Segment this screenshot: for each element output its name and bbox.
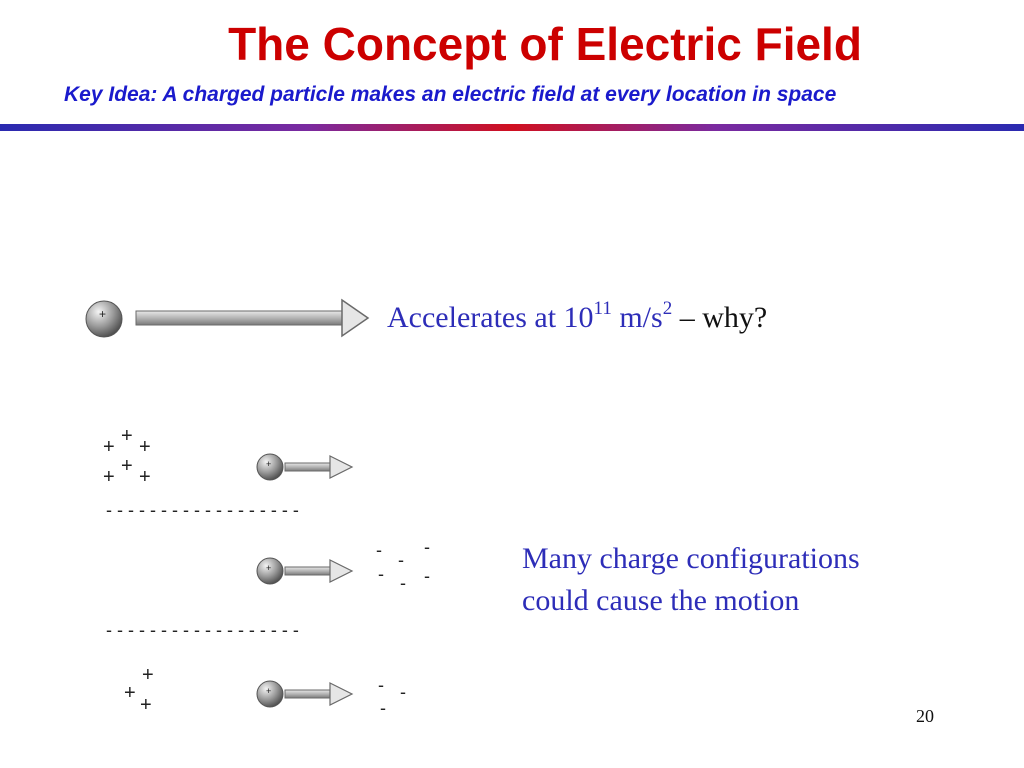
accel-unit: m/s <box>611 301 663 334</box>
slide-title: The Concept of Electric Field <box>228 18 862 70</box>
key-idea-subtitle: Key Idea: A charged particle makes an el… <box>64 83 837 106</box>
config-1-positive-charges: + + + + + + <box>103 425 151 488</box>
plus-charge: + <box>121 455 133 477</box>
config-3-positive-charges: + + + <box>124 664 154 716</box>
minus-charge: - <box>376 540 382 560</box>
minus-charge: - <box>398 550 404 570</box>
minus-charge: - <box>424 566 430 586</box>
plus-charge: + <box>124 682 136 704</box>
minus-charge: - <box>400 573 406 593</box>
plus-charge: + <box>139 466 151 488</box>
plus-charge: + <box>140 694 152 716</box>
plus-charge: + <box>103 436 115 458</box>
acceleration-statement: Accelerates at 1011 m/s2 – why? <box>387 298 767 338</box>
config-3-particle: + <box>256 680 284 708</box>
minus-charge: - <box>378 564 384 584</box>
page-number: 20 <box>916 706 934 726</box>
config-3-negative-charges: - - - <box>378 675 406 718</box>
plus-charge: + <box>139 436 151 458</box>
accel-dash: – <box>672 301 703 334</box>
unit-exponent: 2 <box>662 298 673 319</box>
configurations-line-1: Many charge configurations <box>522 542 860 575</box>
accel-question: why? <box>702 301 768 334</box>
main-particle: + <box>85 300 123 338</box>
minus-charge: - <box>424 537 430 557</box>
particle-sign: + <box>99 307 106 321</box>
accel-prefix: Accelerates at 10 <box>387 301 594 334</box>
main-acceleration-arrow <box>135 298 370 338</box>
separator-dashes: - - - - - - - - - - - - - - - - - - <box>106 620 299 640</box>
config-2-particle: + <box>256 557 284 585</box>
minus-charge: - <box>380 698 386 718</box>
config-2-negative-charges: - - - - - - <box>376 537 430 593</box>
config-1-arrow <box>284 455 354 479</box>
plus-charge: + <box>103 466 115 488</box>
config-1-particle: + <box>256 453 284 481</box>
config-2-arrow <box>284 559 354 583</box>
particle-sign: + <box>266 459 271 469</box>
minus-charge: - <box>378 675 384 695</box>
configurations-line-2: could cause the motion <box>522 584 800 617</box>
config-3-arrow <box>284 682 354 706</box>
plus-charge: + <box>142 664 154 686</box>
minus-charge: - <box>400 682 406 702</box>
configurations-note: Many charge configurations could cause th… <box>522 538 942 622</box>
separator-dashes: - - - - - - - - - - - - - - - - - - <box>106 500 299 520</box>
header-divider <box>0 124 1024 131</box>
plus-charge: + <box>121 425 133 447</box>
particle-sign: + <box>266 563 271 573</box>
accel-exponent: 11 <box>593 298 612 319</box>
particle-sign: + <box>266 686 271 696</box>
